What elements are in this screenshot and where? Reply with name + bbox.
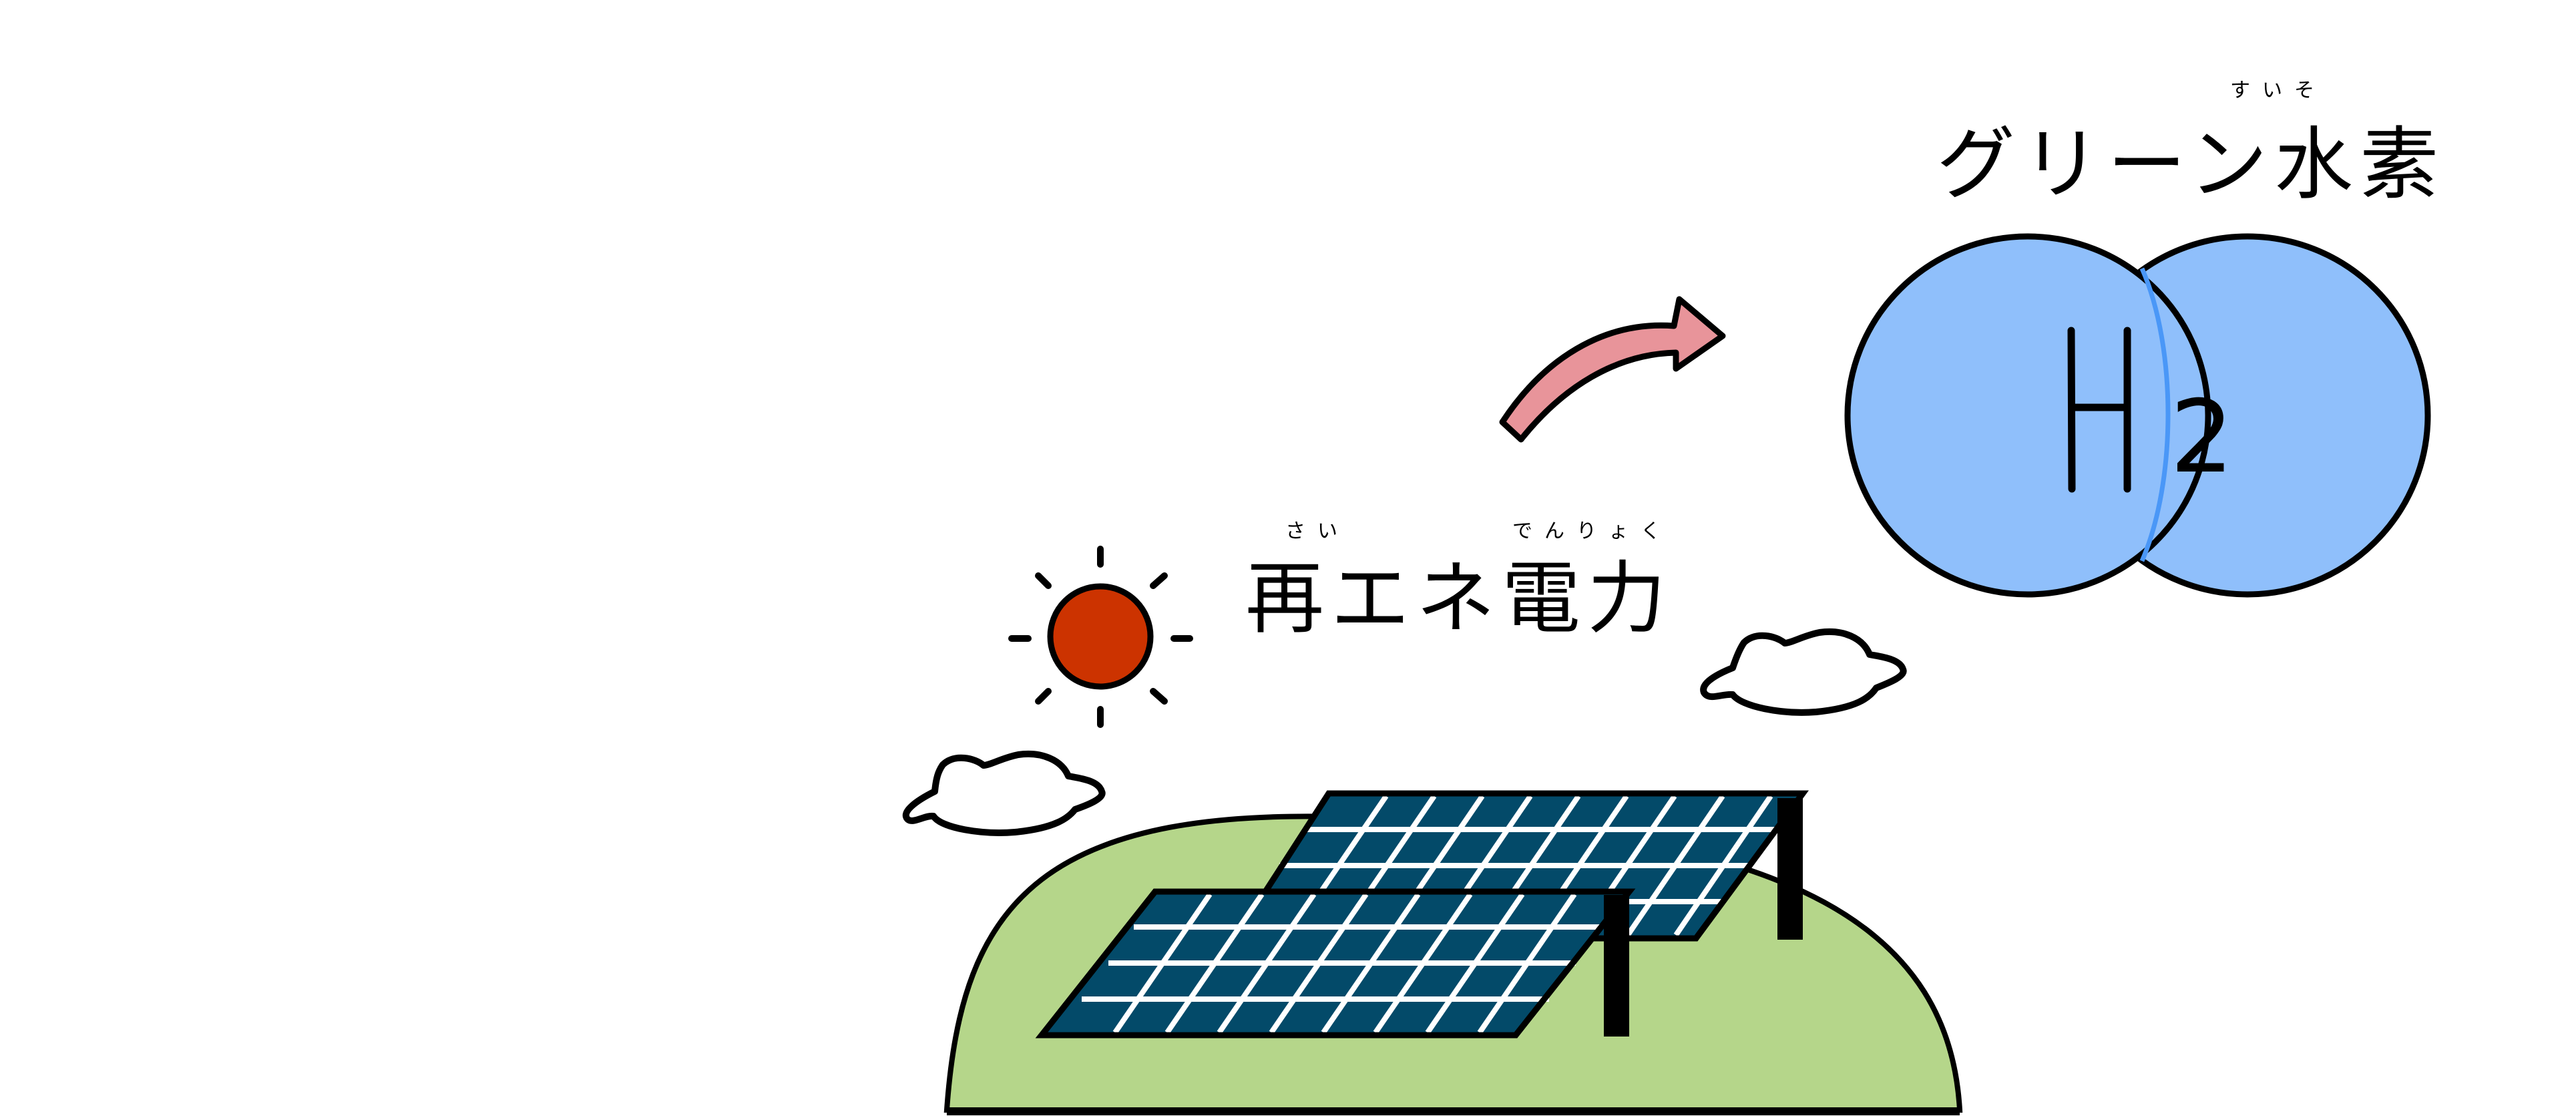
green-hydrogen-text: グリーン水素 xyxy=(1936,118,2446,210)
renewable-power-text: 再エネ電力 xyxy=(1245,552,1673,644)
sun-icon xyxy=(1008,546,1193,728)
solar-panel-front xyxy=(1035,888,1636,1039)
cloud-left xyxy=(902,751,1106,836)
curved-arrow-icon xyxy=(1499,296,1726,443)
sai-ruby: さい xyxy=(1285,520,1349,543)
hydrogen-molecule-icon xyxy=(1844,233,2431,598)
renewable-power-label: さい でんりょく 再エネ電力 xyxy=(1245,520,1673,648)
h2-subscript: 2 xyxy=(2170,379,2234,496)
cloud-right xyxy=(1700,628,1907,716)
suiso-ruby: すいそ xyxy=(2230,79,2326,102)
denryoku-ruby: でんりょく xyxy=(1512,520,1673,543)
green-hydrogen-label: すいそ グリーン水素 xyxy=(1936,79,2446,214)
